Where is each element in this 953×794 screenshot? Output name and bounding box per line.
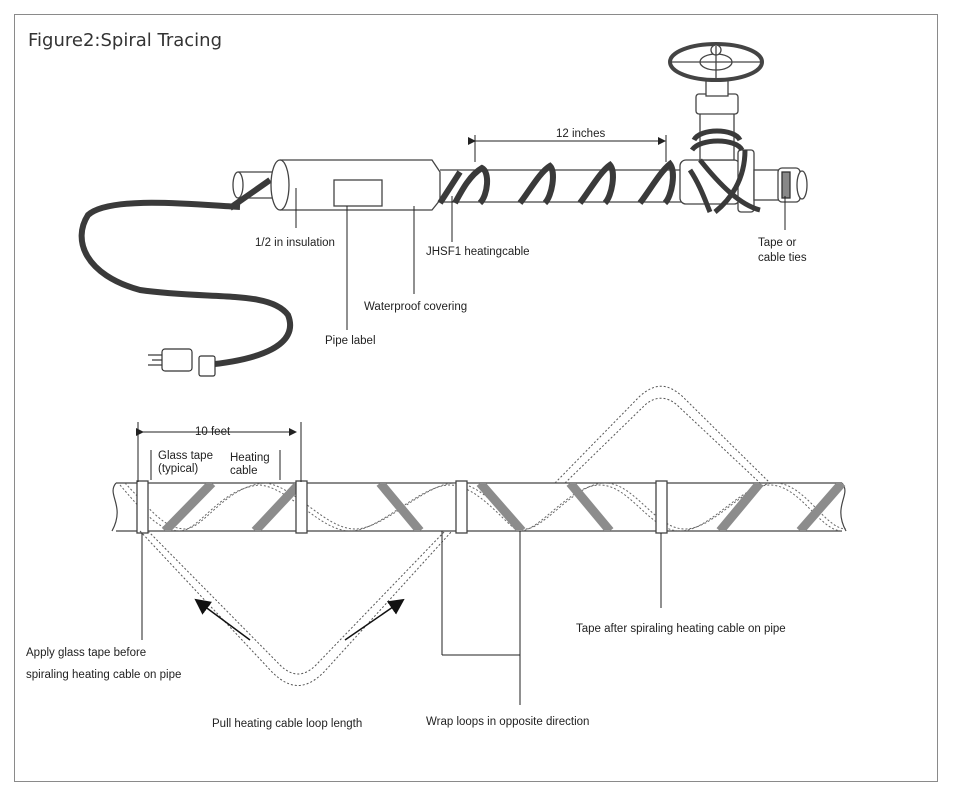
pipe-label-label: Pipe label	[325, 335, 376, 347]
heating-cable-label-line1: Heating	[230, 452, 270, 464]
loop-below	[139, 530, 453, 686]
pipe-end-left	[232, 171, 244, 199]
apply-tape-label-line2: spiraling heating cable on pipe	[26, 669, 181, 681]
top-leader-lines	[295, 135, 786, 330]
heating-cable-spiral	[437, 159, 676, 206]
tape-label-line2: cable ties	[758, 252, 807, 264]
pull-arrow-left	[194, 598, 251, 641]
top-pipe-assembly	[78, 42, 808, 377]
pull-loop-label: Pull heating cable loop length	[212, 718, 362, 730]
cable-tie	[781, 171, 791, 199]
insulation-end	[270, 159, 290, 211]
insulation-label: 1/2 in insulation	[255, 237, 335, 249]
pull-arrow-right	[344, 598, 405, 641]
glass-tape-label-line1: Glass tape	[158, 450, 213, 462]
tape-after-label: Tape after spiraling heating cable on pi…	[576, 623, 786, 635]
figure-title: Figure2:Spiral Tracing	[28, 30, 222, 51]
loop-above	[554, 385, 771, 484]
waterproof-label: Waterproof covering	[364, 301, 467, 313]
figure-frame	[14, 14, 938, 782]
valve-cable-wrap	[687, 128, 761, 214]
heating-cable-diagonals	[161, 483, 846, 531]
plug	[148, 348, 216, 377]
bottom-leader-lines	[136, 422, 662, 705]
tape-label-line1: Tape or	[758, 237, 797, 249]
heating-cable-label-line2: cable	[230, 465, 258, 477]
bottom-pipe-assembly	[111, 385, 847, 686]
power-cord	[78, 199, 293, 368]
pipe-label-box	[333, 179, 383, 207]
dimension-10ft: 10 feet	[195, 426, 231, 438]
glass-tape-label-line2: (typical)	[158, 463, 198, 475]
dimension-12in: 12 inches	[556, 128, 605, 140]
wrap-loops-label: Wrap loops in opposite direction	[426, 716, 589, 728]
heating-cable-label: JHSF1 heatingcable	[426, 246, 530, 258]
apply-tape-label-line1: Apply glass tape before	[26, 647, 146, 659]
